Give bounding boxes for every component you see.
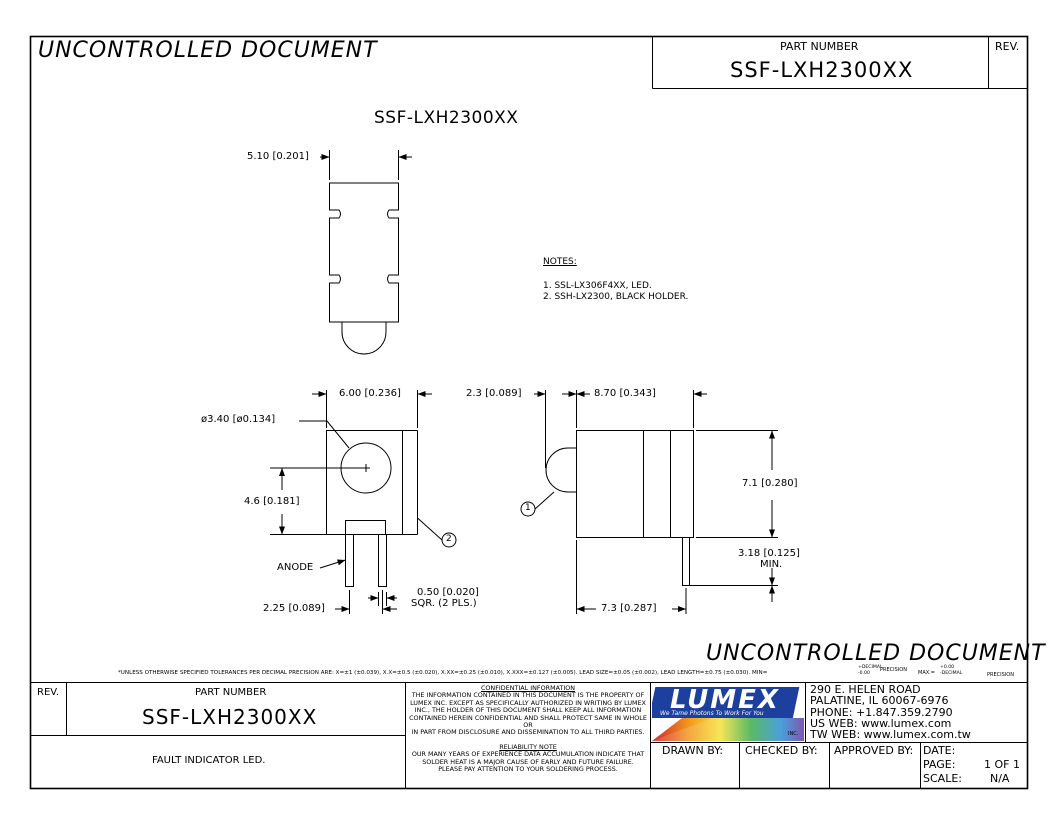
confidential-line: INC., THE HOLDER OF THIS DOCUMENT SHALL … — [414, 706, 642, 715]
confidential-heading: CONFIDENTIAL INFORMATION — [480, 684, 576, 692]
tolerance-min-top: +DECIMAL — [858, 665, 883, 670]
tb-description: FAULT INDICATOR LED. — [152, 755, 266, 766]
dim-led-protrusion: 2.3 [0.089] — [466, 388, 522, 399]
header-watermark: UNCONTROLLED DOCUMENT — [38, 38, 378, 63]
reliability-line: OUR MANY YEARS OF EXPERIENCE DATA ACCUMU… — [411, 750, 645, 759]
dim-pin-size-note: SQR. (2 PLS.) — [411, 598, 477, 609]
approved-by-label: APPROVED BY: — [834, 744, 914, 757]
tolerance-max-label: MAX.= — [918, 670, 935, 676]
scale-value: N/A — [990, 772, 1010, 785]
confidential-line: IN PART FROM DISCLOSURE AND DISSEMINATIO… — [411, 728, 645, 737]
tb-part-number-label: PART NUMBER — [195, 687, 267, 698]
balloon-2: 2 — [446, 534, 452, 544]
tb-rev-label: REV. — [37, 687, 59, 698]
tolerance-precision-1: PRECISION — [880, 667, 907, 673]
tolerance-min-bottom: -0.00 — [858, 671, 870, 676]
balloon-1: 1 — [525, 503, 531, 513]
lumex-logo: LUMEX We Tame Photons To Work For You IN… — [652, 684, 804, 741]
dim-body-length: 8.70 [0.343] — [594, 388, 656, 399]
lumex-logo-text: LUMEX — [670, 685, 780, 715]
address-block: 290 E. HELEN ROAD PALATINE, IL 60067-697… — [810, 683, 971, 742]
lumex-logo-graphic — [652, 687, 804, 741]
drawn-by-label: DRAWN BY: — [662, 744, 724, 757]
drawing-title: SSF-LXH2300XX — [374, 108, 519, 128]
page-value: 1 OF 1 — [984, 758, 1020, 771]
dim-lead-length: 3.18 [0.125] — [738, 548, 800, 559]
tolerance-max-bottom: -DECIMAL — [940, 671, 963, 676]
address-line: US WEB: www.lumex.com — [810, 716, 952, 730]
header-rev-label: REV. — [995, 40, 1020, 53]
tolerance-precision-2: PRECISION — [987, 672, 1014, 678]
header-part-number: SSF-LXH2300XX — [730, 58, 914, 82]
dim-pin-pitch: 2.25 [0.089] — [263, 603, 325, 614]
notes-heading: NOTES: — [543, 257, 577, 267]
note-item: 2. SSH-LX2300, BLACK HOLDER. — [543, 292, 689, 302]
checked-by-label: CHECKED BY: — [745, 744, 818, 757]
page-label: PAGE: — [923, 758, 956, 771]
reliability-block: RELIABILITY NOTE OUR MANY YEARS OF EXPER… — [406, 743, 650, 774]
address-line: PHONE: +1.847.359.2790 — [810, 705, 953, 719]
header-part-number-label: PART NUMBER — [780, 40, 859, 53]
dim-body-height: 7.1 [0.280] — [742, 478, 798, 489]
tolerance-max-top: +0.00 — [940, 665, 955, 670]
dim-front-width: 6.00 [0.236] — [339, 388, 401, 399]
dim-hole-height: 4.6 [0.181] — [244, 496, 300, 507]
lumex-inc: INC. — [788, 731, 799, 737]
address-line: PALATINE, IL 60067-6976 — [810, 694, 949, 708]
dim-lead-length-min: MIN. — [760, 559, 783, 570]
tolerance-note: *UNLESS OTHERWISE SPECIFIED TOLERANCES P… — [118, 670, 768, 676]
address-line: TW WEB: www.lumex.com.tw — [810, 728, 971, 742]
lumex-tagline: We Tame Photons To Work For You — [660, 710, 764, 717]
dim-top-width: 5.10 [0.201] — [247, 151, 309, 162]
tb-part-number: SSF-LXH2300XX — [142, 705, 318, 729]
confidential-line: THE INFORMATION CONTAINED IN THIS DOCUME… — [411, 691, 645, 700]
note-item: 1. SSL-LX306F4XX, LED. — [543, 281, 652, 291]
address-line: 290 E. HELEN ROAD — [810, 683, 921, 696]
reliability-line: PLEASE PAY ATTENTION TO YOUR SOLDERING P… — [438, 765, 618, 774]
label-anode: ANODE — [277, 562, 314, 573]
reliability-line: SOLDER HEAT IS A MAJOR CAUSE OF EARLY AN… — [422, 757, 634, 766]
date-label: DATE: — [923, 744, 956, 757]
dim-pin-size: 0.50 [0.020] — [417, 587, 479, 598]
footer-watermark: UNCONTROLLED DOCUMENT — [706, 641, 1046, 666]
reliability-heading: RELIABILITY NOTE — [499, 743, 557, 751]
confidential-line: LUMEX INC. EXCEPT AS SPECIFICALLY AUTHOR… — [410, 698, 646, 707]
confidential-block: CONFIDENTIAL INFORMATION THE INFORMATION… — [406, 684, 650, 737]
dim-hole-diameter: ø3.40 [ø0.134] — [201, 414, 276, 425]
confidential-line: CONTAINED HEREIN CONFIDENTIAL AND SHALL … — [409, 713, 647, 730]
dim-lead-offset: 7.3 [0.287] — [601, 603, 657, 614]
scale-label: SCALE: — [923, 772, 962, 785]
